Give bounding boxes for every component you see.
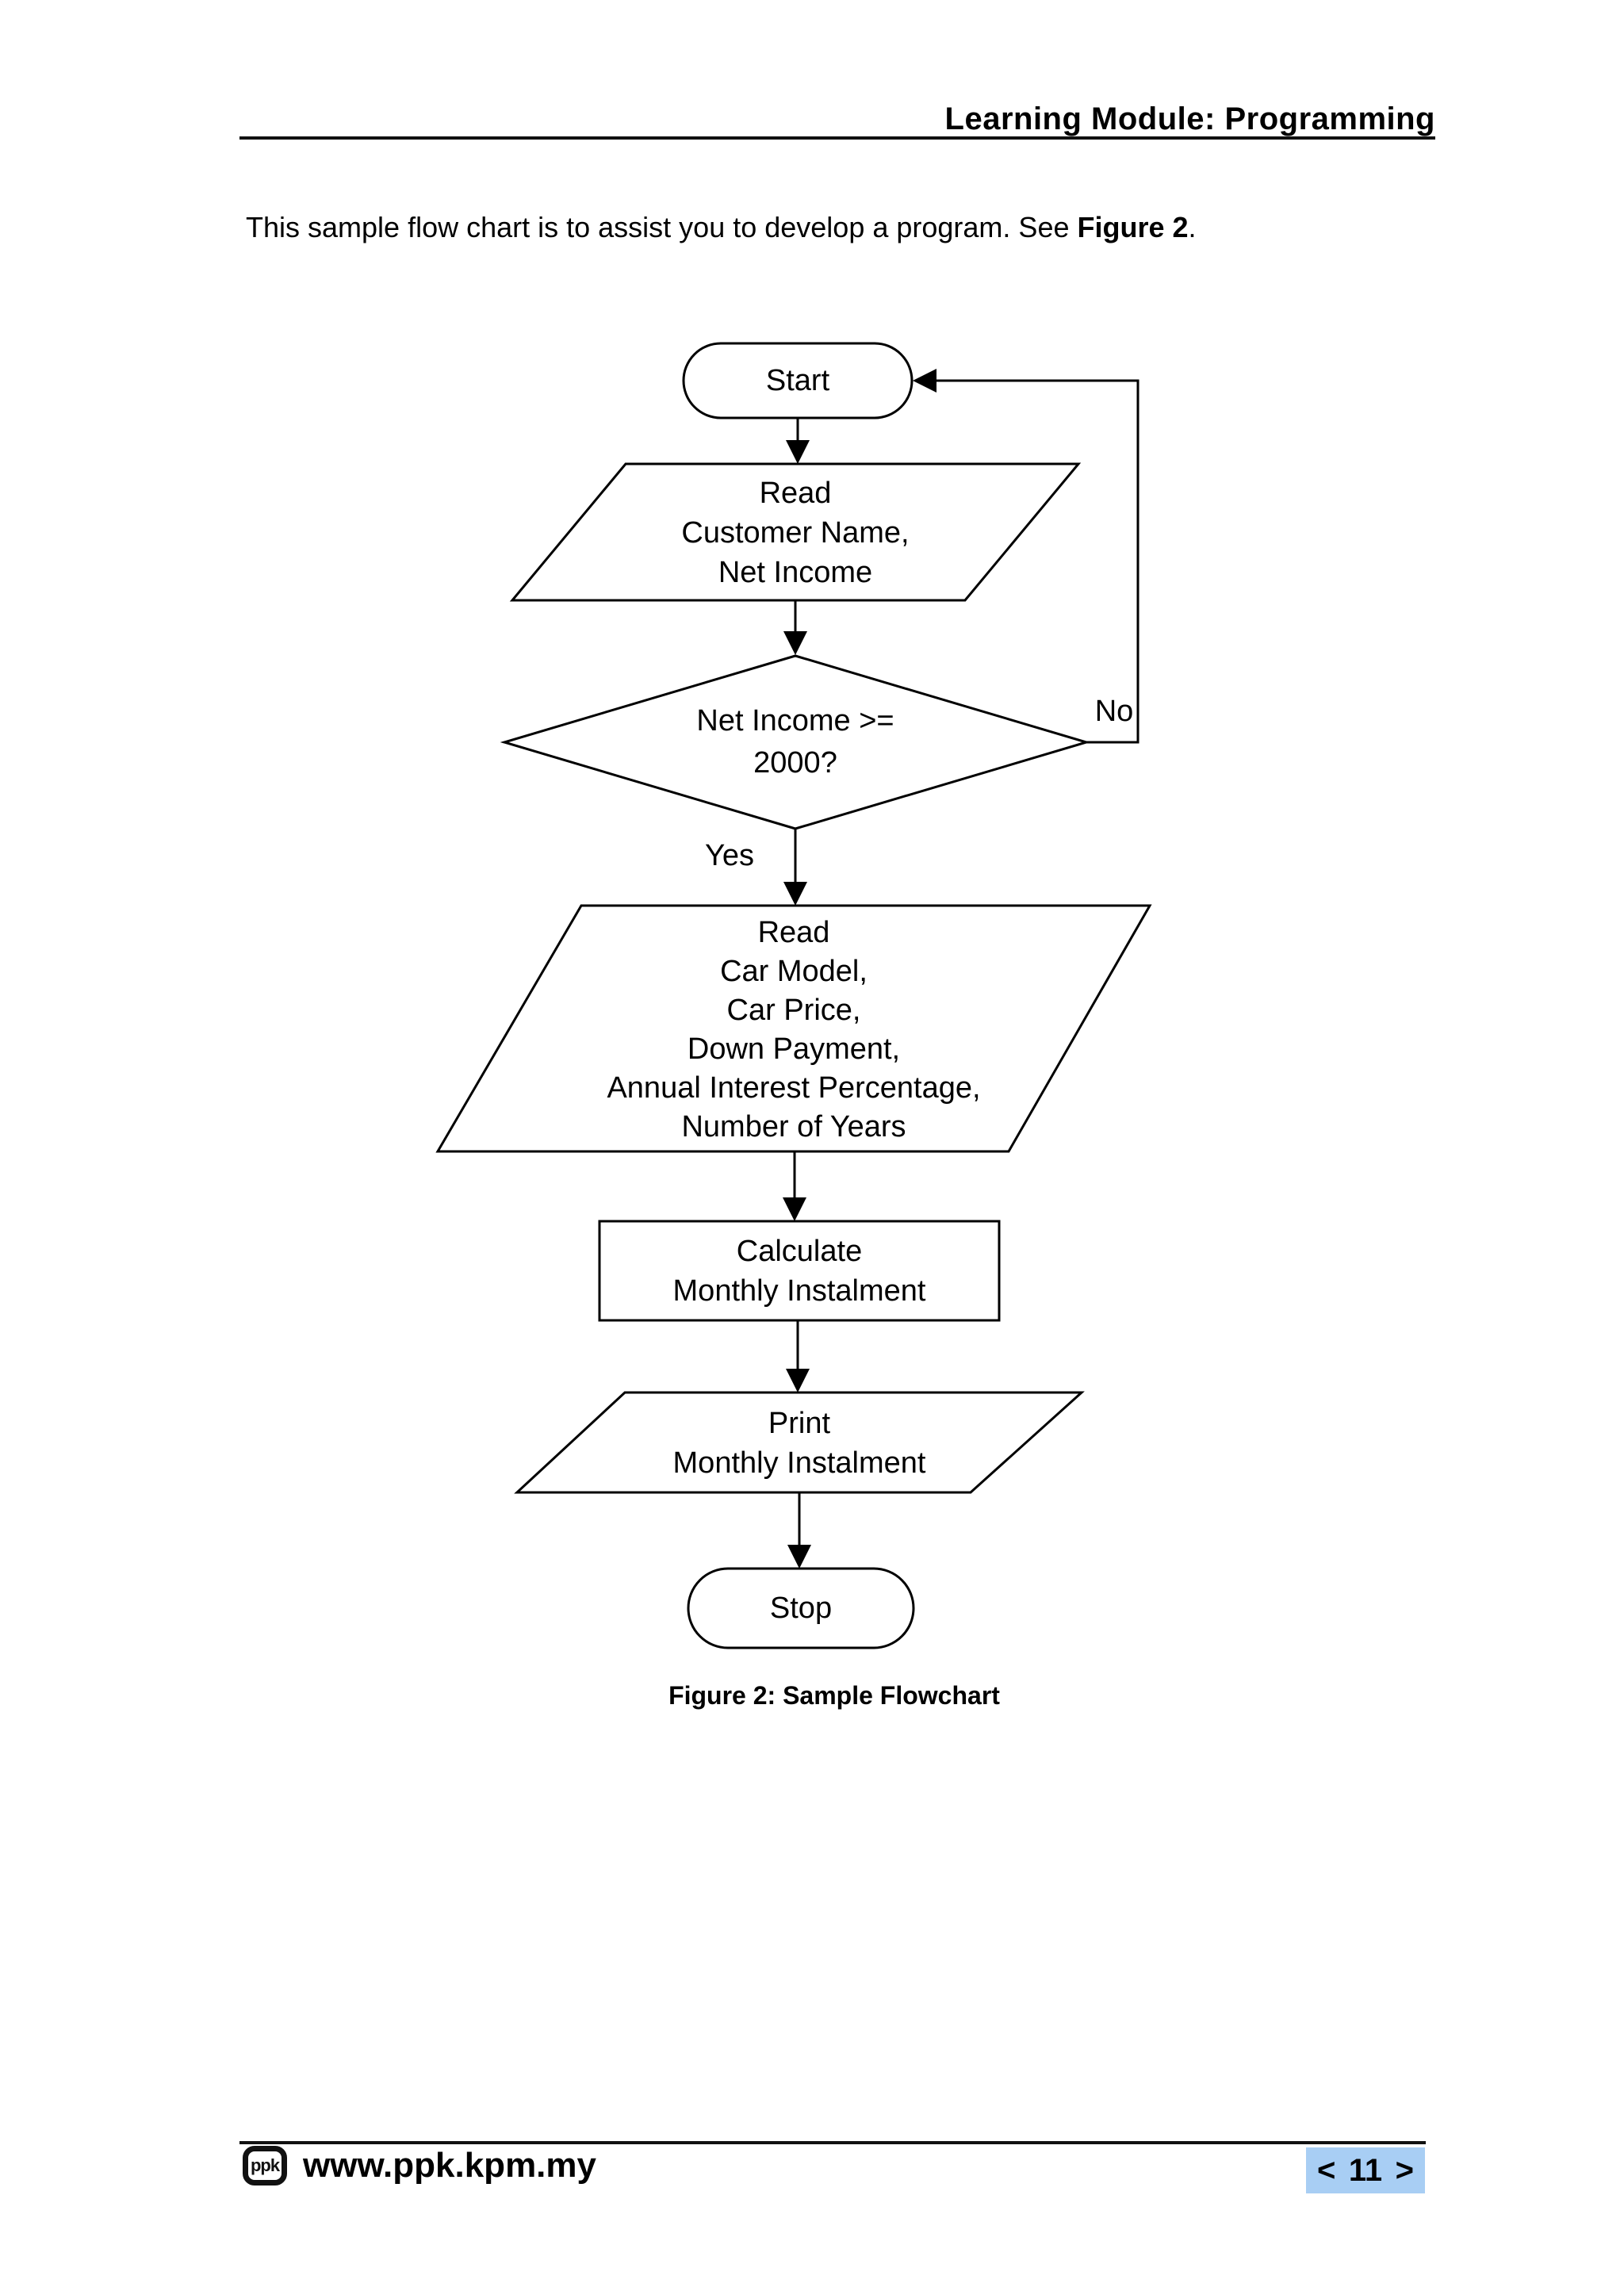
node-line: Read	[757, 916, 830, 949]
node-line: Down Payment,	[687, 1032, 901, 1066]
node-line: Print	[768, 1407, 831, 1440]
stop-node-label: Stop	[769, 1592, 833, 1625]
decision-node-label: Net Income >= 2000?	[637, 700, 954, 784]
node-line: Car Model,	[720, 955, 868, 988]
decision-diamond-shape	[500, 654, 1091, 830]
node-line: Monthly Instalment	[672, 1274, 926, 1308]
node-line: Car Price,	[726, 994, 861, 1027]
intro-paragraph: This sample flow chart is to assist you …	[246, 211, 1435, 244]
print-io-shape	[514, 1391, 1085, 1494]
calculate-process-shape	[598, 1220, 1001, 1322]
node-line: Calculate	[736, 1234, 863, 1268]
node-line: Net Income	[718, 556, 873, 589]
next-page-chevron: >	[1395, 2152, 1414, 2188]
ppk-logo: ppk	[243, 2146, 287, 2185]
print-node-label: Print Monthly Instalment	[561, 1404, 1037, 1483]
read-customer-node-label: Read Customer Name, Net Income	[557, 473, 1033, 592]
read-car-io-shape	[435, 904, 1152, 1153]
node-line: Number of Years	[681, 1110, 906, 1144]
yes-edge-label: Yes	[705, 839, 754, 872]
header-rule	[239, 136, 1435, 140]
footer-rule	[239, 2141, 1426, 2144]
figure-caption: Figure 2: Sample Flowchart	[668, 1681, 1000, 1710]
node-line: 2000?	[753, 746, 837, 780]
intro-suffix: .	[1188, 211, 1197, 243]
stop-terminator-shape	[687, 1567, 915, 1649]
read-customer-io-shape	[509, 462, 1082, 602]
node-line: Read	[759, 477, 832, 510]
edge-no-loop	[913, 369, 1139, 744]
page-number: 11	[1348, 2152, 1383, 2188]
read-car-node-label: Read Car Model, Car Price, Down Payment,…	[556, 914, 1032, 1147]
page-number-badge: < 11 >	[1306, 2147, 1425, 2193]
node-line: Monthly Instalment	[672, 1446, 926, 1480]
intro-figure-ref: Figure 2	[1077, 211, 1189, 243]
no-edge-label: No	[1094, 695, 1134, 728]
footer-website: www.ppk.kpm.my	[303, 2146, 597, 2185]
node-line: Customer Name,	[681, 516, 910, 550]
node-line: Annual Interest Percentage,	[607, 1071, 981, 1105]
calculate-node-label: Calculate Monthly Instalment	[599, 1221, 999, 1320]
prev-page-chevron: <	[1317, 2152, 1336, 2188]
ppk-logo-text: ppk	[250, 2155, 280, 2175]
start-node-label: Start	[765, 364, 830, 397]
node-line: Net Income >=	[696, 704, 894, 737]
page-header-title: Learning Module: Programming	[944, 102, 1435, 136]
start-terminator-shape	[682, 342, 914, 419]
intro-text: This sample flow chart is to assist you …	[246, 211, 1078, 243]
